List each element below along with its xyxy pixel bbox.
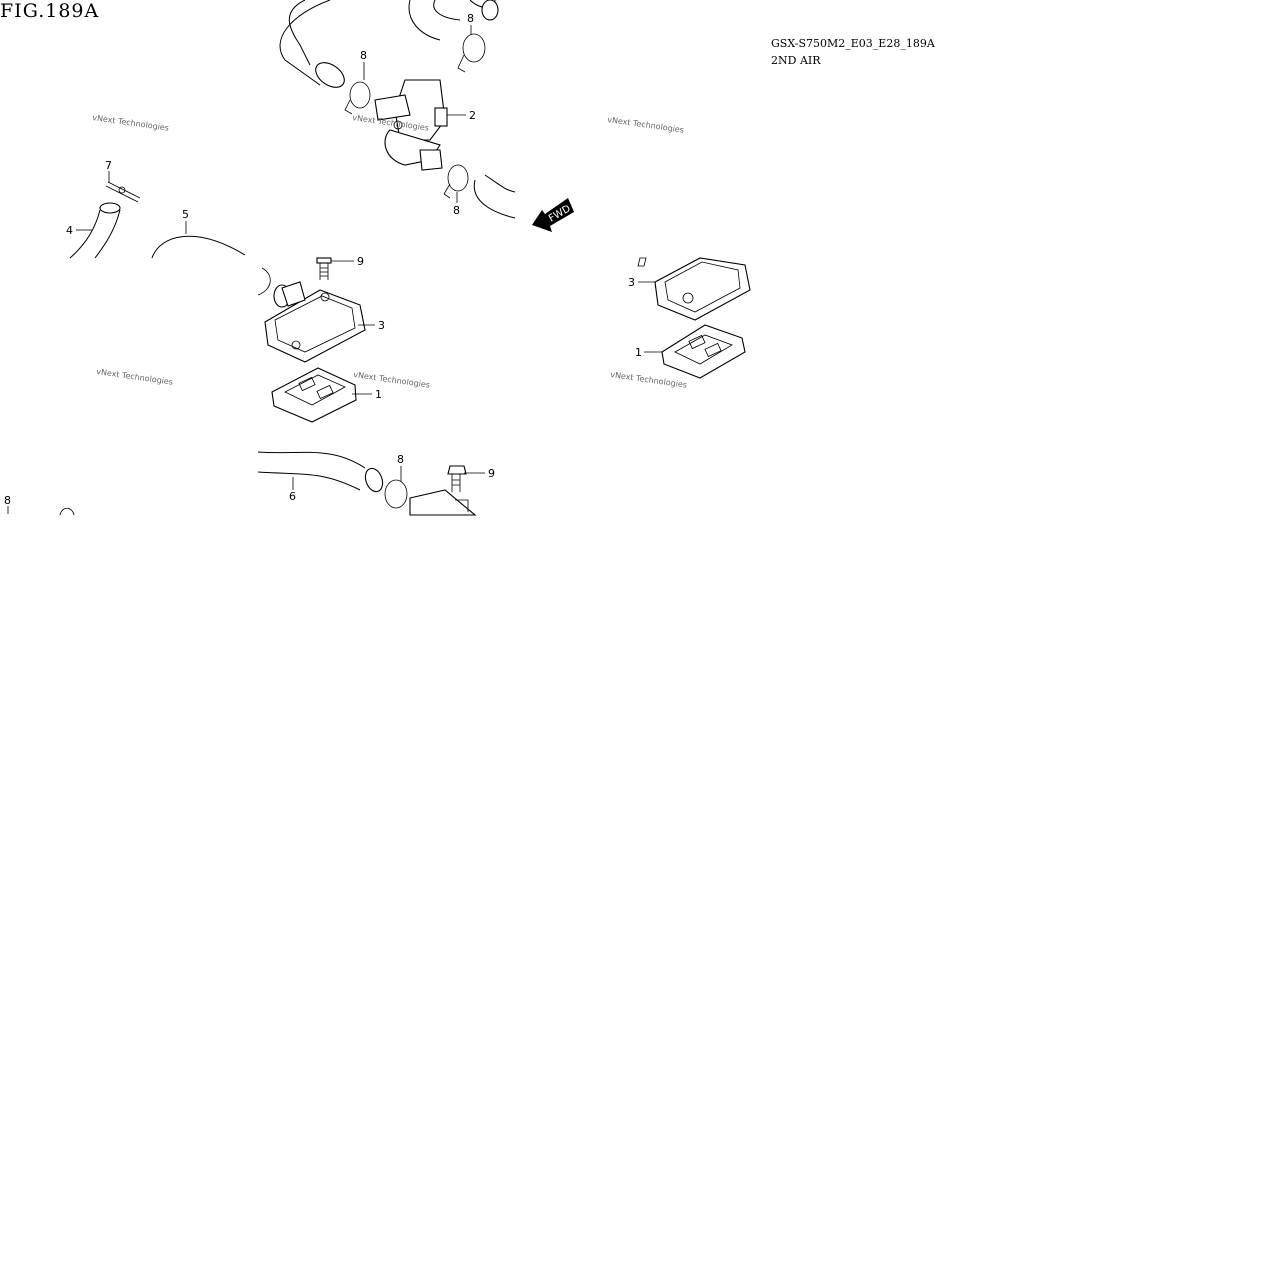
clamp-bottom xyxy=(384,479,408,509)
reed-cover-left xyxy=(264,281,366,363)
clamp-lower xyxy=(443,164,469,199)
callouts: 8 8 2 8 7 4 5 9 3 1 3 1 8 9 6 8 xyxy=(4,12,642,507)
reed-plate-right xyxy=(661,324,746,379)
section-name: 2ND AIR xyxy=(771,54,821,67)
callout-8-top-right: 8 xyxy=(467,12,474,25)
callout-3-cover-right: 3 xyxy=(628,276,635,289)
callout-8-bottom: 8 xyxy=(397,453,404,466)
watermark: vNext Technologies xyxy=(610,370,688,390)
hose-5 xyxy=(151,235,246,259)
callout-7-clip: 7 xyxy=(105,159,112,172)
watermark: vNext Technologies xyxy=(607,115,685,135)
callout-6-hose: 6 xyxy=(289,490,296,503)
callout-1-plate-left: 1 xyxy=(375,388,382,401)
hose-top-left xyxy=(279,0,345,88)
pipe-bottom xyxy=(409,489,477,516)
hose-6 xyxy=(257,451,384,493)
control-valve xyxy=(374,79,448,171)
callout-4-hose: 4 xyxy=(66,224,73,237)
callout-8-top: 8 xyxy=(360,49,367,62)
callout-8-bottom-left: 8 xyxy=(4,494,11,507)
part-bottom-left xyxy=(7,506,75,516)
model-code: GSX-S750M2_E03_E28_189A xyxy=(771,37,935,50)
figure-title: FIG.189A xyxy=(0,0,100,22)
callout-5-hose: 5 xyxy=(182,208,189,221)
hose-right xyxy=(473,174,516,219)
leader-lines xyxy=(76,25,662,490)
clamp-left xyxy=(257,267,271,296)
reed-plate-left xyxy=(271,367,357,423)
watermark: vNext Technologies xyxy=(353,370,431,390)
callout-1-plate-right: 1 xyxy=(635,346,642,359)
callout-2-valve: 2 xyxy=(469,109,476,122)
callout-9-bolt: 9 xyxy=(357,255,364,268)
callout-9-bottom: 9 xyxy=(488,467,495,480)
hose-4 xyxy=(69,202,121,259)
watermark: vNext Technologies xyxy=(92,113,170,133)
reed-cover-right xyxy=(637,257,751,321)
watermark: vNext Technologies xyxy=(96,367,174,387)
clip-7 xyxy=(105,181,141,203)
bolt-bottom xyxy=(447,465,467,492)
hose-top-right xyxy=(408,0,499,41)
callout-3-cover-left: 3 xyxy=(378,319,385,332)
fwd-arrow: FWD xyxy=(532,198,574,232)
clamp-right-top xyxy=(457,33,486,73)
clamp-upper xyxy=(344,81,371,115)
bolt-left xyxy=(316,257,332,280)
callout-8-lower: 8 xyxy=(453,204,460,217)
